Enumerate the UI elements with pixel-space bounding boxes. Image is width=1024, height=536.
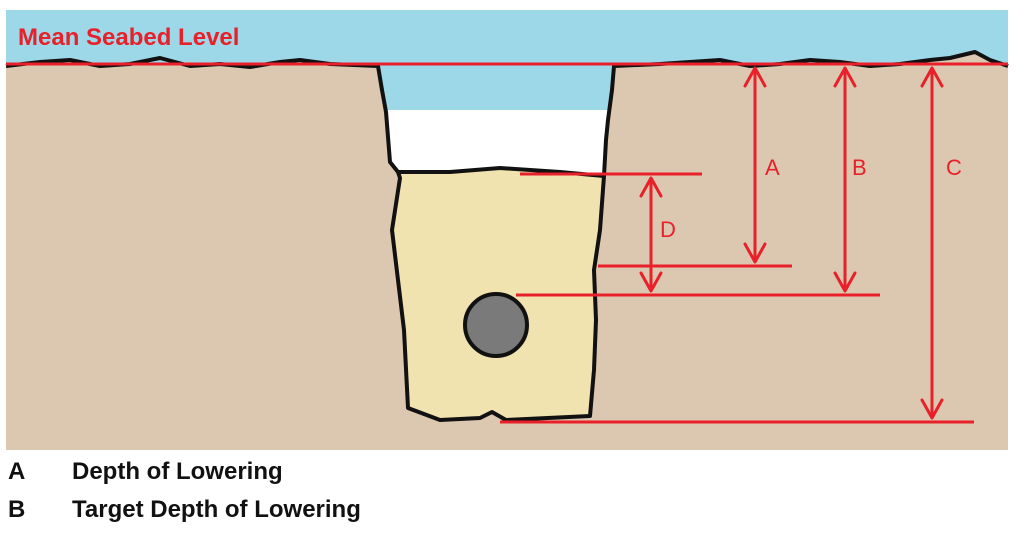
dimension-a-arrowhead-top	[743, 66, 767, 88]
diagram-title: Mean Seabed Level	[18, 24, 239, 51]
dimension-c-arrowhead-bottom	[920, 398, 944, 420]
legend-description: Depth of Lowering	[72, 458, 283, 485]
legend-item-b: B Target Depth of Lowering	[8, 494, 361, 526]
legend-key: B	[8, 496, 26, 523]
pipe	[463, 292, 529, 358]
dimension-a-label: A	[765, 155, 780, 180]
dimension-b-arrowhead-top	[833, 66, 857, 88]
seabed-soil	[6, 52, 1008, 450]
dimension-b-label: B	[852, 155, 867, 180]
dimension-d-arrowhead-bottom	[639, 271, 663, 293]
legend: A Depth of Lowering B Target Depth of Lo…	[0, 454, 1024, 536]
dimension-c-arrowhead-top	[920, 66, 944, 88]
dimension-a-arrowhead-bottom	[743, 242, 767, 264]
legend-key: A	[8, 458, 26, 485]
dimension-b-arrowhead-bottom	[833, 271, 857, 293]
trench-lowering-diagram: Mean Seabed Level A B C D	[5, 10, 1009, 450]
legend-description: Target Depth of Lowering	[72, 496, 361, 523]
legend-item-a: A Depth of Lowering	[8, 456, 283, 488]
dimension-c-label: C	[946, 155, 962, 180]
dimension-d-arrowhead-top	[639, 176, 663, 198]
dimension-d-label: D	[660, 217, 676, 242]
